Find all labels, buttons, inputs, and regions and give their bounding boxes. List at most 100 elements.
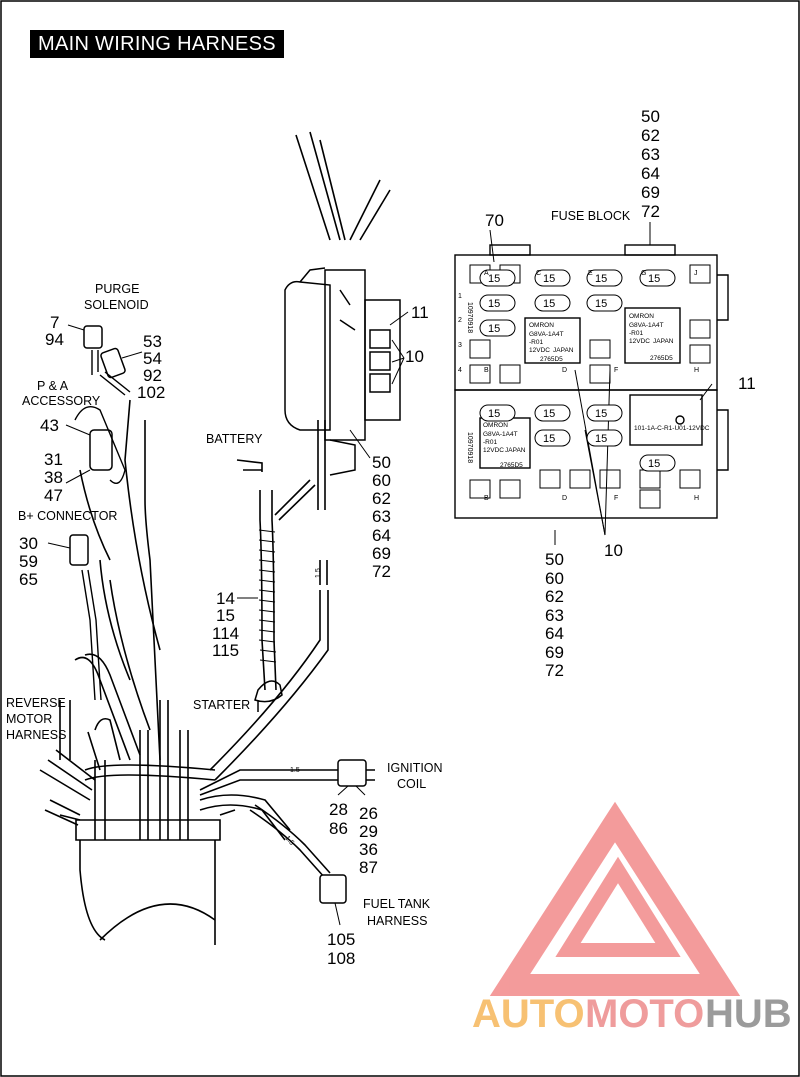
b-plus-connector (69, 534, 89, 566)
relay-ul-model2: -R01 (529, 339, 543, 346)
col-d: D (562, 367, 567, 374)
callout-battery-1: 14 (216, 589, 235, 608)
relay-ur-code: 2765D5 (650, 355, 673, 362)
callout-fb-11: 11 (738, 374, 756, 393)
col-b: B (484, 367, 489, 374)
part-number-upper: 10970918 (466, 302, 473, 333)
pa-accessory-connector (89, 429, 113, 471)
fuse-11-label: 15 (595, 408, 607, 420)
label-pa-1: P & A (37, 379, 69, 393)
fuse-5: 15 (479, 294, 516, 312)
callout-fb-top-3: 63 (641, 145, 660, 164)
col-c: C (536, 270, 541, 277)
relay-ll-model2: -R01 (483, 439, 497, 446)
pa-accessory-cap-strap (74, 406, 126, 484)
battery-cable-corrugation (258, 529, 277, 663)
label-starter: STARTER (193, 698, 250, 712)
callout-fb-top-2: 62 (641, 126, 660, 145)
callout-numbers: 7 94 53 54 92 102 43 31 38 47 30 59 65 1… (19, 107, 756, 968)
callout-fuel-2: 108 (327, 949, 355, 968)
relay-ur-model: G8VA-1A4T (629, 322, 664, 329)
callout-ign-r-4: 87 (359, 858, 378, 877)
callout-purge-r-1: 53 (143, 332, 162, 351)
callout-ign-l-2: 86 (329, 819, 348, 838)
relay-ul-code: 2765D5 (540, 356, 563, 363)
fuses: 15 15 15 15 15 15 15 15 15 15 15 15 15 1… (479, 269, 676, 472)
relay-ul-brand: OMRON (529, 322, 554, 329)
col-j: J (694, 270, 698, 277)
label-purge-2: SOLENOID (84, 298, 149, 312)
ignition-coil-connector (337, 759, 367, 787)
callout-fb-top-4: 64 (641, 164, 660, 183)
callout-mount-f-7: 72 (372, 562, 391, 581)
callout-pa-1: 43 (40, 416, 59, 435)
wire-gauge-label-3: 1.5 (283, 835, 295, 847)
fuse-4: 15 (639, 269, 676, 287)
relay-ul-rating: 12VDC (529, 347, 550, 354)
chassis-lineart (39, 131, 391, 945)
fuse-14-label: 15 (648, 458, 660, 470)
col-f: F (614, 367, 618, 374)
component-labels: PURGE SOLENOID P & A ACCESSORY B+ CONNEC… (6, 209, 631, 928)
callout-fb-top-5: 69 (641, 183, 660, 202)
row-3: 3 (458, 342, 462, 349)
callout-bplus-3: 65 (19, 570, 38, 589)
fuse-1-label: 15 (488, 273, 500, 285)
callout-purge-l-2: 94 (45, 330, 64, 349)
label-b-plus: B+ CONNECTOR (18, 509, 117, 523)
watermark-text-hub: HUB (705, 992, 792, 1036)
col-h: H (694, 367, 699, 374)
fuse-2-label: 15 (543, 273, 555, 285)
relay-ll-brand: OMRON (483, 422, 508, 429)
callout-fb-70: 70 (485, 211, 504, 230)
callout-mount-f-2: 60 (372, 471, 391, 490)
col-a: A (484, 270, 489, 277)
callout-mount-f-6: 69 (372, 544, 391, 563)
fuse-2: 15 (534, 269, 571, 287)
col-h-lower: H (694, 495, 699, 502)
row-2: 2 (458, 317, 462, 324)
fuse-mount-bracket (284, 267, 401, 476)
relay-ur-rating: 12VDC (629, 338, 650, 345)
label-fuel-1: FUEL TANK (363, 897, 431, 911)
part-number-lower: 10970918 (466, 432, 473, 463)
callout-fb-top-6: 72 (641, 202, 660, 221)
fuse-1: 15 (479, 269, 516, 287)
callout-fb-top-1: 50 (641, 107, 660, 126)
callout-fb-bot-5: 64 (545, 624, 564, 643)
callout-fb-bot-4: 63 (545, 606, 564, 625)
relay-ur-model2: -R01 (629, 330, 643, 337)
fuse-8-label: 15 (488, 323, 500, 335)
label-battery: BATTERY (206, 432, 263, 446)
relay-ur-brand: OMRON (629, 313, 654, 320)
label-ignition-2: COIL (397, 777, 426, 791)
watermark-text-moto: MOTO (585, 992, 704, 1036)
callout-fb-bot-3: 62 (545, 587, 564, 606)
callout-mount-10: 10 (405, 347, 424, 366)
label-reverse-2: MOTOR (6, 712, 52, 726)
callout-ign-l-1: 28 (329, 800, 348, 819)
fuse-6-label: 15 (543, 298, 555, 310)
label-pa-2: ACCESSORY (22, 394, 101, 408)
relay-lr-text: 101-1A-C-R1-U01-12VDC (634, 425, 710, 432)
callout-purge-r-4: 102 (137, 383, 165, 402)
watermark-text-auto: AUTO (472, 992, 585, 1036)
fuse-9: 15 (479, 404, 516, 422)
fuse-10: 15 (534, 404, 571, 422)
callout-battery-2: 15 (216, 606, 235, 625)
b-plus-wires (81, 569, 102, 701)
relay-upper-right (624, 307, 681, 364)
fuse-block-lower (454, 389, 718, 519)
purge-connector-a (83, 325, 103, 349)
relay-ur-origin: JAPAN (653, 338, 674, 345)
callout-bplus-2: 59 (19, 552, 38, 571)
wire-gauge-label-2: 1.5 (290, 767, 300, 774)
relay-lower-right (629, 394, 703, 446)
callout-fb-bot-2: 60 (545, 569, 564, 588)
callout-fb-bot-7: 72 (545, 661, 564, 680)
col-e: E (588, 270, 593, 277)
callout-mount-f-4: 63 (372, 507, 391, 526)
col-g: G (641, 270, 646, 277)
